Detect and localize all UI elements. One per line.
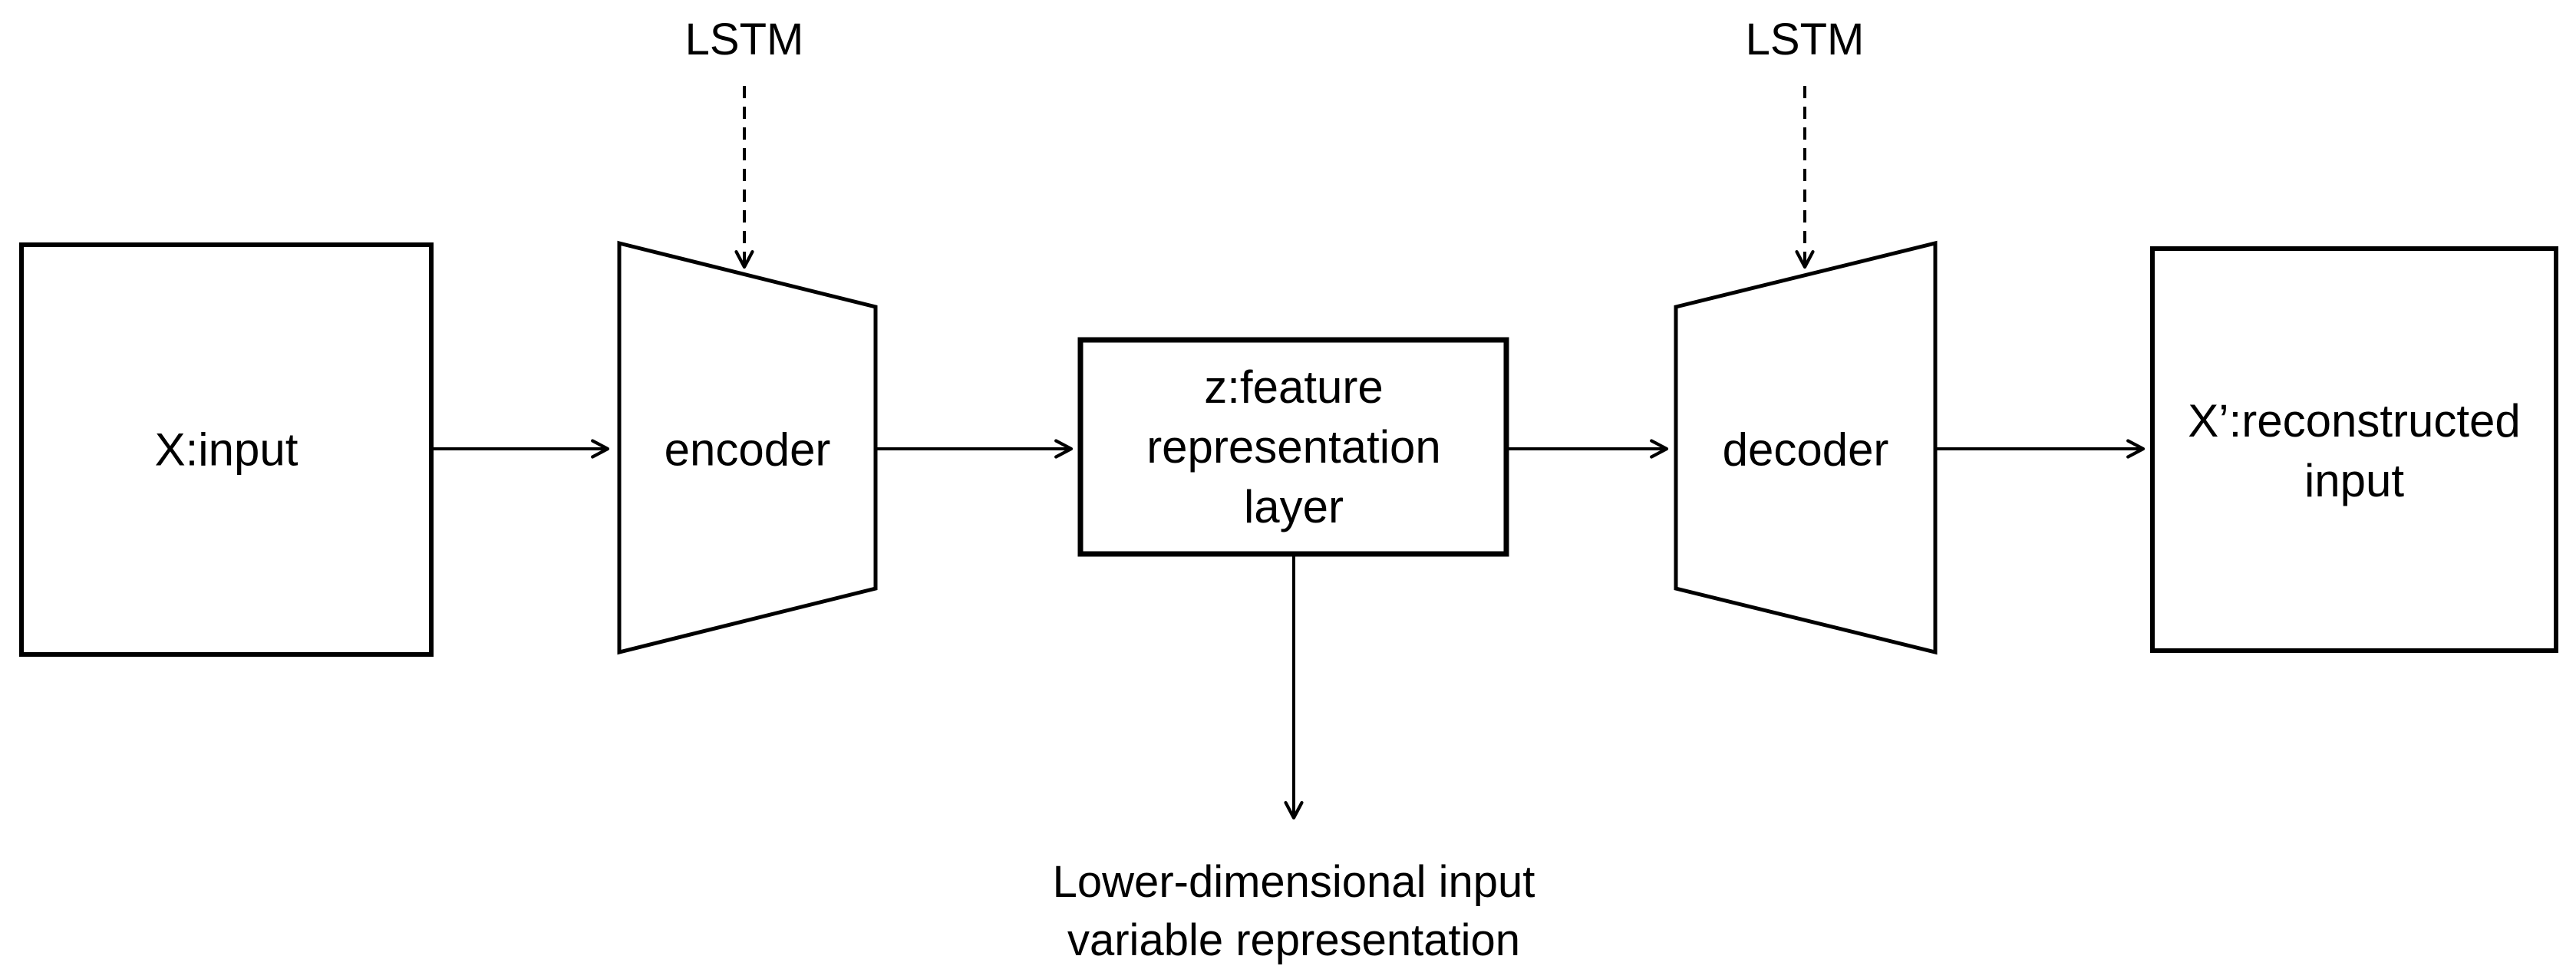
input-box-label: X:input (154, 424, 298, 476)
caption: Lower-dimensional input variable represe… (1053, 853, 1535, 970)
encoder-label: encoder (664, 424, 831, 476)
z-layer-label-line-3: layer (1243, 481, 1344, 532)
encoder-trapezoid (617, 240, 878, 655)
output-box-label: X’:reconstructed input (2188, 391, 2521, 511)
decoder-lstm-annotation: LSTM (1745, 15, 1865, 64)
decoder-trapezoid (1674, 240, 1938, 655)
z-layer-label-line-1: z:feature (1204, 361, 1384, 413)
output-box (2150, 246, 2558, 653)
decoder-label: decoder (1722, 424, 1889, 476)
caption-line-2: variable representation (1067, 915, 1521, 965)
caption-line-1: Lower-dimensional input (1052, 857, 1535, 907)
encoder-lstm-annotation: LSTM (684, 15, 804, 64)
z-layer-label: z:feature representation layer (1146, 358, 1441, 537)
output-box-label-line-2: input (2304, 455, 2405, 506)
z-layer-label-line-2: representation (1146, 421, 1441, 473)
output-box-label-line-1: X’:reconstructed (2188, 395, 2521, 447)
